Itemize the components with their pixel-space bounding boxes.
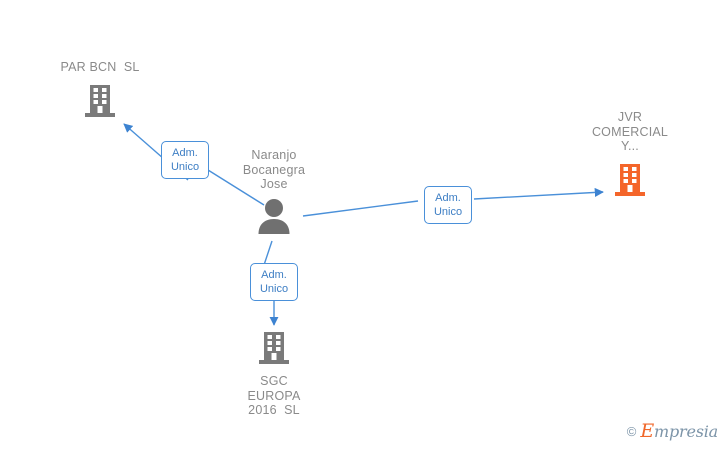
edge-line-par-bcn-tail <box>207 169 265 206</box>
brand-initial: E <box>640 420 654 442</box>
node-label-par-bcn: PAR BCN SL <box>60 60 140 74</box>
edge-label-jvr[interactable]: Adm. Unico <box>424 186 472 224</box>
edge-label-par-bcn[interactable]: Adm. Unico <box>161 141 209 179</box>
node-naranjo-bocanegra-jose[interactable]: Naranjo Bocanegra Jose <box>214 148 334 236</box>
brand-logo: Empresia <box>640 420 718 442</box>
node-label-jvr-comercial: JVR COMERCIAL Y... <box>591 110 669 153</box>
building-icon <box>615 163 645 196</box>
edge-line-jvr-right <box>473 187 604 200</box>
node-sgc-europa[interactable]: SGC EUROPA 2016 SL <box>214 330 334 418</box>
node-label-naranjo-bocanegra-jose: Naranjo Bocanegra Jose <box>242 148 306 191</box>
building-icon <box>259 332 289 364</box>
node-par-bcn[interactable]: PAR BCN SL <box>35 60 165 119</box>
edge-line-jvr-left <box>302 200 419 217</box>
node-jvr-comercial[interactable]: JVR COMERCIAL Y... <box>570 110 690 198</box>
node-label-sgc-europa: SGC EUROPA 2016 SL <box>247 374 301 417</box>
copyright-icon: © <box>626 423 637 439</box>
edge-line-sgc-top <box>263 240 273 266</box>
brand-rest: mpresia <box>654 422 718 441</box>
edge-label-sgc[interactable]: Adm. Unico <box>250 263 298 301</box>
empresia-watermark: © Empresia <box>627 420 718 442</box>
person-icon <box>258 198 290 234</box>
building-icon <box>85 84 115 117</box>
